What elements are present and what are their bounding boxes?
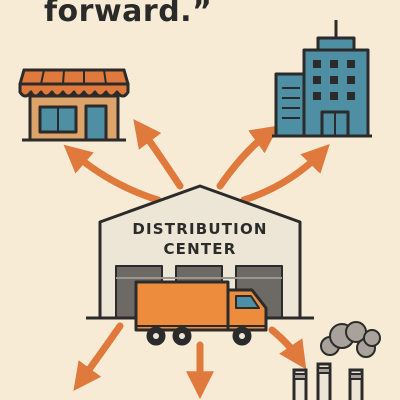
warehouse-label-line2: CENTER xyxy=(163,240,237,258)
arrow-to-store-1 xyxy=(133,119,184,190)
office-windows xyxy=(313,60,355,100)
warehouse-label-line1: DISTRIBUTION xyxy=(132,220,268,238)
arrow-to-office-2 xyxy=(240,143,330,204)
smoke-cloud xyxy=(320,321,381,358)
factory-icon xyxy=(292,321,381,400)
delivery-truck-icon xyxy=(134,280,268,346)
storefront-icon xyxy=(18,68,130,142)
headline-text: forward.” xyxy=(44,0,213,29)
arrow-to-office-1 xyxy=(216,125,280,190)
arrow-to-store-2 xyxy=(63,144,162,204)
headline: forward.” xyxy=(0,0,400,40)
distribution-arrows xyxy=(63,119,330,400)
office-building-icon xyxy=(272,20,372,138)
arrow-to-factory xyxy=(268,326,307,370)
arrow-down-left xyxy=(73,322,124,392)
